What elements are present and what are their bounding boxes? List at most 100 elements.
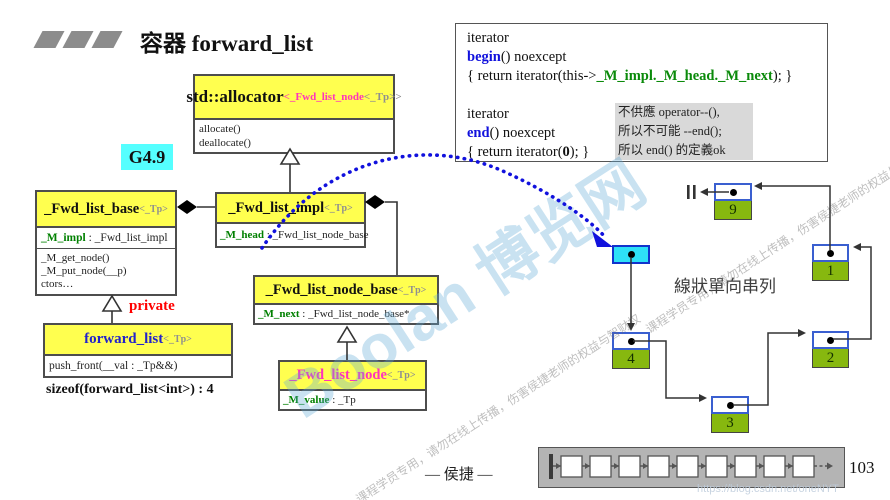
list-node-4: 4 [612, 332, 650, 369]
list-node-2: 2 [812, 331, 849, 368]
private-inheritance-label: private [129, 298, 175, 314]
author-label: — 侯捷 — [425, 467, 493, 483]
template-param: <_Fwd_list_node [283, 91, 364, 103]
node-pointer-cell [612, 332, 650, 350]
class-header: _Fwd_list_base<_Tp> [37, 192, 175, 228]
class-operations: allocate() deallocate() [195, 120, 393, 152]
template-param: <_Tp> [139, 203, 168, 215]
pointer-dot-icon [726, 401, 734, 409]
attribute-type: : _Tp [329, 394, 356, 406]
forward-list-strip [538, 447, 845, 488]
code-text: iterator [467, 30, 509, 46]
list-node-9: 9 [714, 183, 752, 220]
class-name: forward_list [84, 331, 164, 347]
pointer-dot-icon [627, 337, 635, 345]
code-text: () noexcept [489, 125, 556, 141]
inheritance-triangle-icon [101, 294, 123, 312]
code-member-path: _M_impl._M_head._M_next [596, 68, 773, 84]
inheritance-triangle-icon [336, 325, 358, 343]
code-text: { return iterator( [467, 144, 563, 160]
class-header: _Fwd_list_node<_Tp> [280, 362, 425, 391]
page-title: 容器 forward_list [140, 31, 314, 56]
node-value-cell: 9 [714, 201, 752, 220]
class-attribute: _M_value : _Tp [280, 391, 425, 409]
code-text: { return iterator(this-> [467, 68, 597, 84]
node-value-cell: 3 [711, 414, 749, 433]
code-text: iterator [467, 106, 509, 122]
class-header: forward_list<_Tp> [45, 325, 231, 356]
null-symbol-icon [687, 185, 696, 199]
parallelogram-icon [33, 31, 65, 48]
class-box-fwd-list-base: _Fwd_list_base<_Tp> _M_impl : _Fwd_list_… [35, 190, 177, 296]
node-value-cell: 4 [612, 350, 650, 369]
arrowhead-icon [592, 231, 613, 247]
composition-diamond-icon [177, 200, 197, 214]
operation: deallocate() [199, 137, 251, 149]
class-name: _Fwd_list_base [44, 200, 140, 217]
code-text: ); } [772, 68, 793, 84]
attribute-type: : _Fwd_list_impl [85, 232, 168, 244]
class-name: _Fwd_list_impl [228, 199, 325, 216]
class-box-fwd-list-impl: _Fwd_list_impl<_Tp> _M_head : _Fwd_list_… [215, 192, 369, 248]
gcc-version-badge: G4.9 [121, 144, 173, 170]
operation: ctors… [41, 278, 74, 290]
operation: push_front(__val : _Tp&&) [49, 360, 178, 372]
page-number: 103 [849, 458, 875, 477]
parallelogram-icon [62, 31, 94, 48]
operation: allocate() [199, 123, 241, 135]
code-line: { return iterator(this->_M_impl._M_head.… [467, 67, 792, 86]
list-node-3: 3 [711, 396, 749, 433]
template-param: <_Tp> [163, 334, 192, 345]
class-box-fwd-list-node-base: _Fwd_list_node_base<_Tp> _M_next : _Fwd_… [253, 275, 439, 325]
class-operations: _M_get_node() _M_put_node(__p) ctors… [37, 249, 175, 294]
code-text: ); } [569, 144, 590, 160]
node-pointer-cell [711, 396, 749, 414]
class-attribute: _M_impl : _Fwd_list_impl [37, 228, 175, 249]
class-attribute: _M_head : _Fwd_list_node_base [217, 224, 369, 246]
code-text: 0 [562, 144, 570, 160]
template-param: <_Tp>> [363, 91, 402, 103]
node-pointer-cell [812, 331, 849, 349]
template-param: <_Tp> [324, 202, 353, 214]
code-line: begin() noexcept [467, 48, 566, 67]
node-pointer-cell [714, 183, 752, 201]
attribute-name: _M_impl [41, 232, 86, 244]
code-text: () noexcept [500, 49, 567, 65]
watermark-notice: 课程学员专用，请勿在线上传播，伤害侯捷老师的权益与智财权 [643, 141, 890, 337]
note-line: 所以不可能 --end(); [618, 124, 722, 138]
class-box-forward-list: forward_list<_Tp> push_front(__val : _Tp… [43, 323, 233, 378]
class-name: _Fwd_list_node_base [265, 281, 398, 298]
note-line: 所以 end() 的定義ok [618, 143, 726, 157]
attribute-name: _M_next [258, 308, 300, 320]
operation: _M_get_node() [41, 252, 110, 264]
code-line: { return iterator(0); } [467, 143, 589, 162]
class-box-fwd-list-node: _Fwd_list_node<_Tp> _M_value : _Tp [278, 360, 427, 411]
parallelogram-icon [91, 31, 123, 48]
node-pointer-cell [812, 244, 849, 262]
note-line: 不供應 operator--(), [618, 105, 720, 119]
node-value-cell: 2 [812, 349, 849, 368]
class-header: _Fwd_list_node_base<_Tp> [255, 277, 437, 305]
list-caption: 線狀單向串列 [674, 277, 776, 296]
class-header: _Fwd_list_impl<_Tp> [217, 194, 364, 224]
class-operations: push_front(__val : _Tp&&) [45, 356, 231, 376]
node-value-cell: 1 [812, 262, 849, 281]
code-line: iterator [467, 29, 509, 48]
class-attribute: _M_next : _Fwd_list_node_base* [255, 305, 437, 323]
class-header: std::allocator<_Fwd_list_node<_Tp>> [186, 76, 402, 120]
template-param: <_Tp> [397, 284, 427, 296]
sizeof-label: sizeof(forward_list<int>) : 4 [46, 382, 214, 397]
attribute-name: _M_head [220, 229, 264, 241]
note-box: 不供應 operator--(), 所以不可能 --end(); 所以 end(… [615, 103, 753, 160]
pointer-dot-icon [627, 251, 635, 258]
strip-graphic [549, 454, 833, 479]
code-keyword: end [467, 125, 490, 141]
class-name: _Fwd_list_node [289, 367, 387, 383]
composition-diamond-icon [365, 195, 385, 209]
list-node-1: 1 [812, 244, 849, 281]
pointer-dot-icon [827, 336, 834, 344]
code-line: iterator [467, 105, 509, 124]
template-param: <_Tp> [386, 370, 416, 381]
pointer-dot-icon [827, 249, 834, 257]
